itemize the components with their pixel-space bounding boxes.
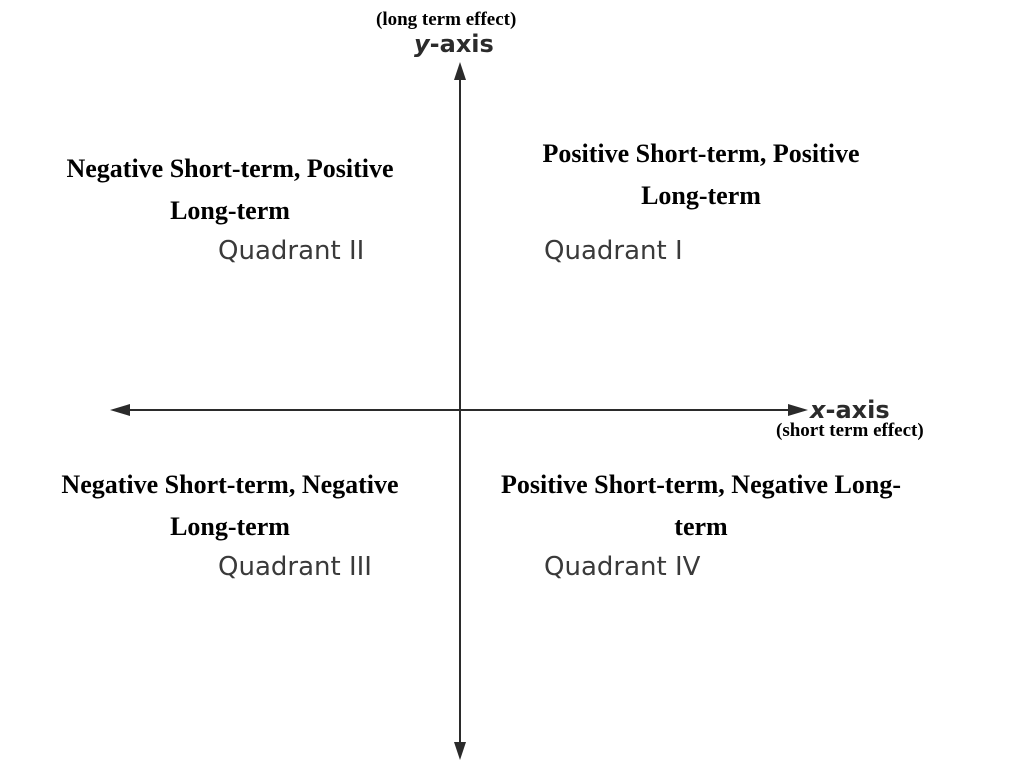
y-axis-top-arrow <box>454 62 466 80</box>
quadrant-iii-description: Negative Short-term, Negative Long-term <box>20 464 440 548</box>
x-axis-variable: x <box>810 396 826 424</box>
x-axis-right-arrow <box>788 404 808 416</box>
quadrant-i-description: Positive Short-term, Positive Long-term <box>491 133 911 217</box>
quadrant-iii-line1: Negative Short-term, Negative <box>61 470 399 499</box>
y-axis-bottom-arrow <box>454 742 466 760</box>
quadrant-ii-line2: Long-term <box>170 196 290 225</box>
quadrant-ii-line1: Negative Short-term, Positive <box>66 154 394 183</box>
quadrant-ii-label: Quadrant II <box>218 236 365 266</box>
quadrant-iv-description: Positive Short-term, Negative Long- term <box>461 464 941 548</box>
quadrant-i-label: Quadrant I <box>544 236 683 266</box>
quadrant-iv-label: Quadrant IV <box>544 552 701 582</box>
quadrant-iii-label: Quadrant III <box>218 552 372 582</box>
x-axis-left-arrow <box>110 404 130 416</box>
quadrant-iii-line2: Long-term <box>170 512 290 541</box>
x-axis-note: (short term effect) <box>776 420 924 441</box>
x-axis-title: x-axis <box>810 398 890 422</box>
y-axis-note: (long term effect) <box>376 9 517 30</box>
x-axis-suffix: -axis <box>825 396 890 424</box>
y-axis-title: y-axis <box>414 32 494 56</box>
y-axis-variable: y <box>414 30 430 58</box>
quadrant-iv-line1: Positive Short-term, Negative Long- <box>500 470 902 499</box>
quadrant-i-line2: Long-term <box>641 181 761 210</box>
y-axis-suffix: -axis <box>429 30 494 58</box>
quadrant-ii-description: Negative Short-term, Positive Long-term <box>20 148 440 232</box>
quadrant-iv-line2: term <box>674 512 728 541</box>
quadrant-i-line1: Positive Short-term, Positive <box>542 139 860 168</box>
